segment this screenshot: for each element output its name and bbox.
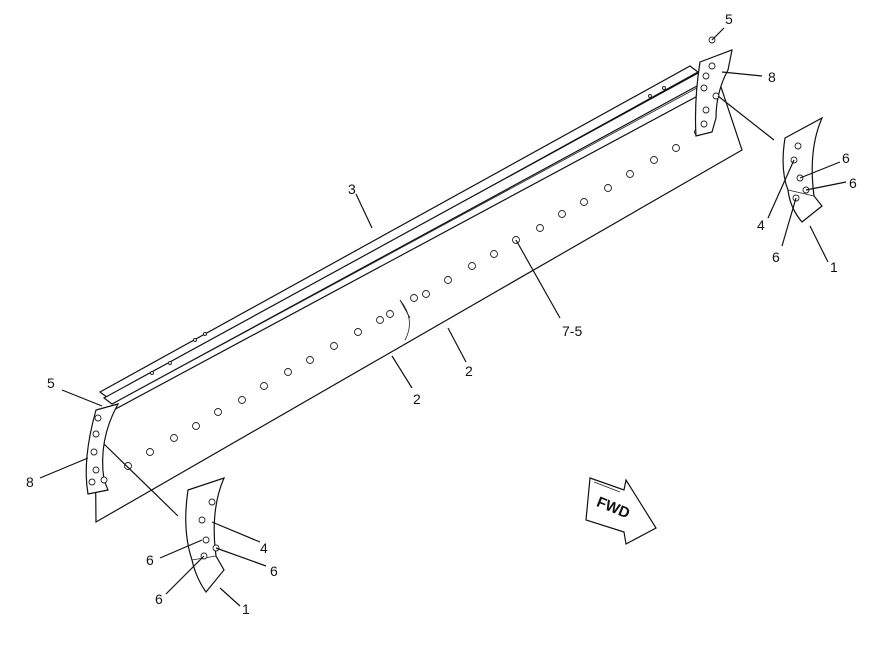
callout-2-left: 2 — [413, 391, 421, 407]
callout-7-5: 7-5 — [562, 323, 582, 339]
callout-6-left-b: 6 — [270, 563, 278, 579]
forward-direction-arrow: FWD — [585, 477, 657, 545]
callout-6-right-c: 6 — [772, 249, 780, 265]
callout-5-top: 5 — [725, 11, 733, 27]
callout-6-left-a: 6 — [146, 552, 154, 568]
moldboard-blade — [94, 83, 743, 524]
callout-labels: 5 8 6 6 4 6 1 3 7-5 2 2 5 8 4 6 6 6 1 — [26, 11, 857, 617]
callout-6-right-b: 6 — [849, 175, 857, 191]
top-rail — [98, 65, 709, 405]
callout-8-top: 8 — [768, 69, 776, 85]
callout-4-left: 4 — [260, 540, 268, 556]
left-end-bit — [185, 477, 226, 593]
callout-1-left: 1 — [242, 601, 250, 617]
callout-6-right-a: 6 — [842, 150, 850, 166]
left-end-bracket — [85, 403, 120, 495]
callout-5-left: 5 — [47, 375, 55, 391]
callout-2-right: 2 — [465, 363, 473, 379]
callout-4-right: 4 — [757, 217, 765, 233]
callout-1-right: 1 — [830, 259, 838, 275]
callout-8-left: 8 — [26, 474, 34, 490]
callout-6-left-c: 6 — [155, 591, 163, 607]
callout-3: 3 — [348, 181, 356, 197]
leader-lines — [39, 27, 847, 607]
